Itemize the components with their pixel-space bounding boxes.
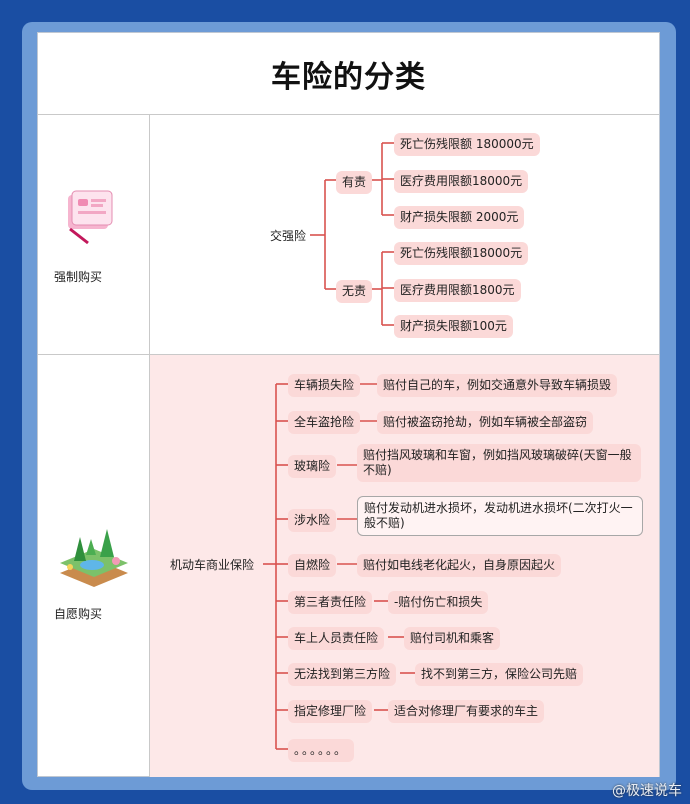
leaf-node: 财产损失限额100元 [394, 315, 513, 338]
desc-node: 赔付司机和乘客 [404, 627, 501, 650]
desc-node: 适合对修理厂有要求的车主 [388, 700, 545, 723]
page-title: 车险的分类 [271, 59, 426, 95]
desc-node: 赔付被盗窃抢劫，例如车辆被全部盗窃 [377, 411, 594, 434]
branch-node: 无法找到第三方险 [288, 663, 397, 686]
desc-node: -赔付伤亡和损失 [388, 591, 489, 614]
branch-node: 第三者责任险 [288, 591, 373, 614]
landscape-icon [60, 529, 128, 587]
title-row: 车险的分类 [38, 33, 659, 115]
desc-node: 赔付发动机进水损坏，发动机进水损坏(二次打火一般不赔) [357, 496, 643, 536]
root-node-compulsory: 交强险 [270, 229, 307, 243]
commercial-tree: 机动车商业保险 车辆损失险 赔付自己的车，例如交通意外导致车辆损毁 全车盗抢险 … [150, 355, 659, 777]
category-label-compulsory: 强制购买 [54, 270, 103, 284]
compulsory-row: 强制购买 [38, 115, 659, 355]
leaf-node: 财产损失限额 2000元 [394, 206, 525, 229]
document-icon [68, 190, 113, 245]
leaf-node: 医疗费用限额1800元 [394, 279, 521, 302]
compulsory-category-cell: 强制购买 [38, 115, 150, 354]
commercial-row: 自愿购买 [38, 355, 659, 777]
desc-node: 找不到第三方，保险公司先赔 [415, 663, 584, 686]
branch-node: 指定修理厂险 [288, 700, 373, 723]
branch-node: 玻璃险 [288, 455, 337, 478]
commercial-category-cell: 自愿购买 [38, 355, 150, 777]
branch-node: 全车盗抢险 [288, 411, 361, 434]
branch-node-ellipsis: 。。。。。。 [288, 739, 355, 762]
branch-node: 涉水险 [288, 509, 337, 532]
branch-node: 车上人员责任险 [288, 627, 385, 650]
desc-node: 赔付自己的车，例如交通意外导致车辆损毁 [377, 374, 618, 397]
branch-node: 自燃险 [288, 554, 337, 577]
mindmap-sheet: 车险的分类 强制购买 [37, 32, 660, 777]
leaf-node: 医疗费用限额18000元 [394, 170, 529, 193]
root-node-commercial: 机动车商业保险 [170, 558, 255, 572]
leaf-node: 死亡伤残限额18000元 [394, 242, 529, 265]
group-node-not-liable: 无责 [336, 280, 373, 303]
branch-node: 车辆损失险 [288, 374, 361, 397]
watermark: @极速说车 [612, 783, 682, 799]
group-node-liable: 有责 [336, 171, 373, 194]
category-label-voluntary: 自愿购买 [54, 607, 103, 621]
compulsory-tree: 交强险 有责 死亡伤残限额 180000元 医疗费用限额18000元 财产损失限… [150, 115, 659, 354]
desc-node: 赔付挡风玻璃和车窗，例如挡风玻璃破碎(天窗一般不赔) [357, 444, 641, 482]
leaf-node: 死亡伤残限额 180000元 [394, 133, 540, 156]
desc-node: 赔付如电线老化起火，自身原因起火 [357, 554, 562, 577]
